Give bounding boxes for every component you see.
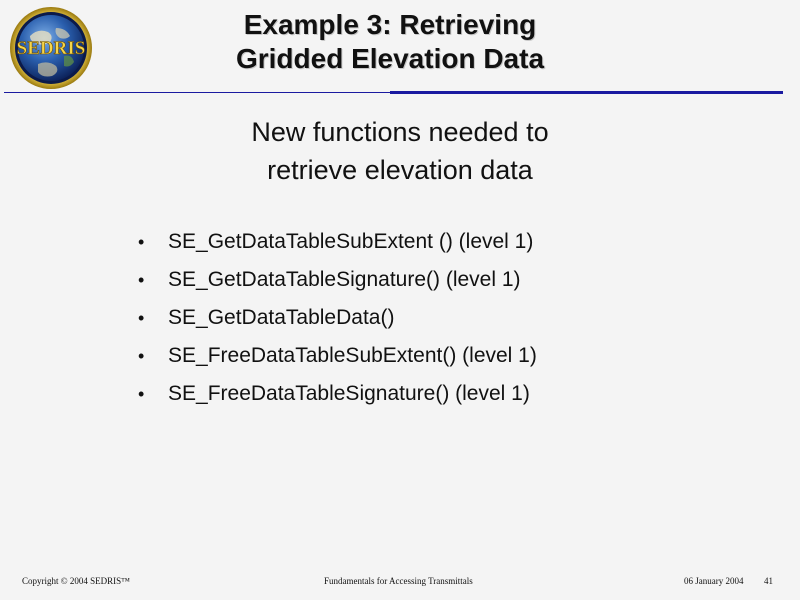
- bullet-icon: •: [138, 308, 145, 328]
- footer-copyright: Copyright © 2004 SEDRIS™: [22, 576, 130, 586]
- list-item: • SE_GetDataTableSignature() (level 1): [138, 261, 537, 299]
- subtitle-line-2: retrieve elevation data: [267, 155, 533, 185]
- footer-page-number: 41: [764, 576, 773, 586]
- footer-date: 06 January 2004: [684, 576, 744, 586]
- title-line-1: Example 3: Retrieving: [243, 9, 537, 40]
- bullet-icon: •: [138, 346, 145, 366]
- bullet-icon: •: [138, 232, 145, 252]
- slide-title: Example 3: Retrieving Gridded Elevation …: [150, 8, 630, 76]
- bullet-icon: •: [138, 270, 145, 290]
- title-divider-thin: [4, 92, 390, 93]
- logo-text: SEDRIS: [17, 38, 86, 59]
- subtitle-line-1: New functions needed to: [251, 117, 549, 147]
- function-bullet-list: • SE_GetDataTableSubExtent () (level 1) •…: [138, 223, 537, 413]
- list-item-text: SE_FreeDataTableSubExtent() (level 1): [168, 344, 537, 367]
- sedris-logo-icon: SEDRIS: [10, 7, 92, 89]
- title-divider-thick: [390, 91, 783, 94]
- list-item: • SE_FreeDataTableSignature() (level 1): [138, 375, 537, 413]
- footer-center-title: Fundamentals for Accessing Transmittals: [324, 576, 473, 586]
- list-item-text: SE_FreeDataTableSignature() (level 1): [168, 382, 530, 405]
- list-item-text: SE_GetDataTableSignature() (level 1): [168, 268, 521, 291]
- slide-subtitle: New functions needed to retrieve elevati…: [150, 113, 650, 189]
- list-item-text: SE_GetDataTableSubExtent () (level 1): [168, 230, 534, 253]
- list-item: • SE_GetDataTableData(): [138, 299, 537, 337]
- title-line-2: Gridded Elevation Data: [235, 43, 545, 74]
- list-item-text: SE_GetDataTableData(): [168, 306, 395, 329]
- list-item: • SE_FreeDataTableSubExtent() (level 1): [138, 337, 537, 375]
- list-item: • SE_GetDataTableSubExtent () (level 1): [138, 223, 537, 261]
- bullet-icon: •: [138, 384, 145, 404]
